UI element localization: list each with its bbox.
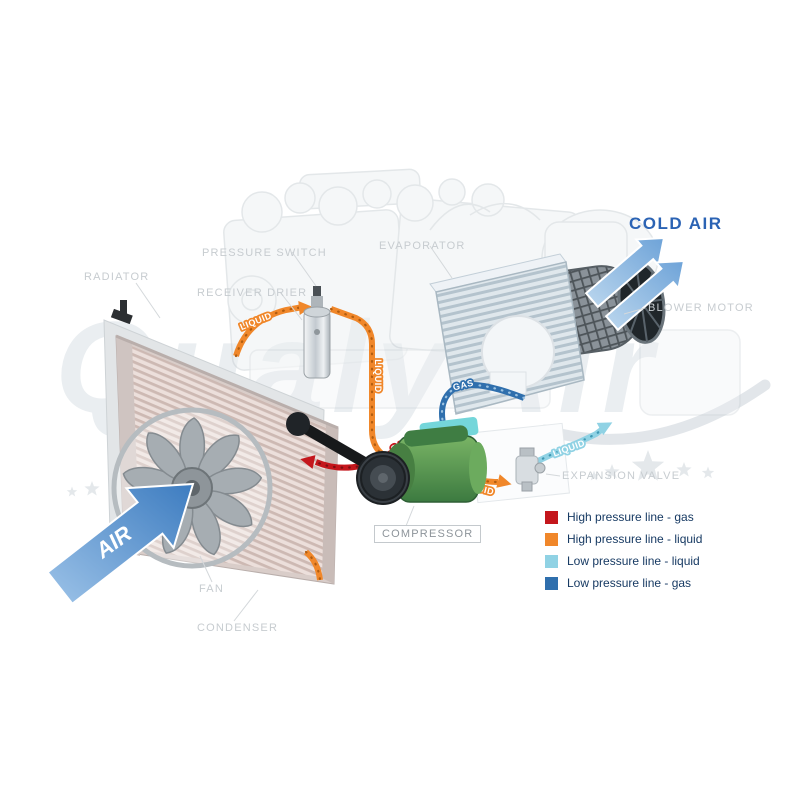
drive-belt-icon bbox=[292, 418, 380, 474]
air-flow-arrow-icon: AIR bbox=[46, 482, 195, 606]
receiver-drier bbox=[303, 286, 331, 379]
radiator-hook-icon bbox=[120, 300, 127, 316]
watermark-swoosh-icon bbox=[539, 379, 771, 445]
legend-label: High pressure line - gas bbox=[567, 510, 694, 524]
label-leader-lines bbox=[135, 245, 646, 622]
pressure-switch bbox=[313, 286, 321, 298]
legend-swatch-red bbox=[545, 510, 558, 524]
cold-air-label: COLD AIR bbox=[629, 214, 723, 233]
legend-label: Low pressure line - gas bbox=[567, 576, 692, 590]
legend-item: High pressure line - liquid bbox=[545, 528, 702, 550]
label-evaporator: EVAPORATOR bbox=[379, 240, 466, 252]
cold-air-arrows-icon bbox=[584, 236, 686, 332]
compressor bbox=[286, 412, 487, 505]
label-expansion-valve: EXPANSION VALVE bbox=[562, 470, 681, 482]
legend-item: High pressure line - gas bbox=[545, 506, 702, 528]
legend-label: Low pressure line - liquid bbox=[567, 554, 700, 568]
label-blower-motor: BLOWER MOTOR bbox=[648, 302, 754, 314]
label-fan: FAN bbox=[199, 583, 224, 595]
legend-item: Low pressure line - gas bbox=[545, 572, 702, 594]
legend-swatch-lightblue bbox=[545, 554, 558, 568]
expansion-valve bbox=[515, 447, 546, 492]
legend: High pressure line - gas High pressure l… bbox=[545, 506, 702, 594]
blower-scroll-housing bbox=[481, 315, 555, 395]
sight-glass-icon bbox=[314, 329, 320, 335]
radiator-bracket-icon bbox=[110, 308, 133, 325]
pipe-label-liquid: LIQUID bbox=[373, 359, 383, 393]
legend-item: Low pressure line - liquid bbox=[545, 550, 702, 572]
legend-label: High pressure line - liquid bbox=[567, 532, 703, 546]
label-receiver-drier: RECEIVER DRIER bbox=[197, 287, 308, 299]
label-pressure-switch: PRESSURE SWITCH bbox=[202, 247, 327, 259]
label-compressor: COMPRESSOR bbox=[374, 525, 482, 543]
legend-swatch-orange bbox=[545, 532, 558, 546]
label-radiator: RADIATOR bbox=[84, 271, 150, 283]
label-condenser: CONDENSER bbox=[197, 622, 279, 634]
legend-swatch-darkblue bbox=[545, 576, 558, 590]
